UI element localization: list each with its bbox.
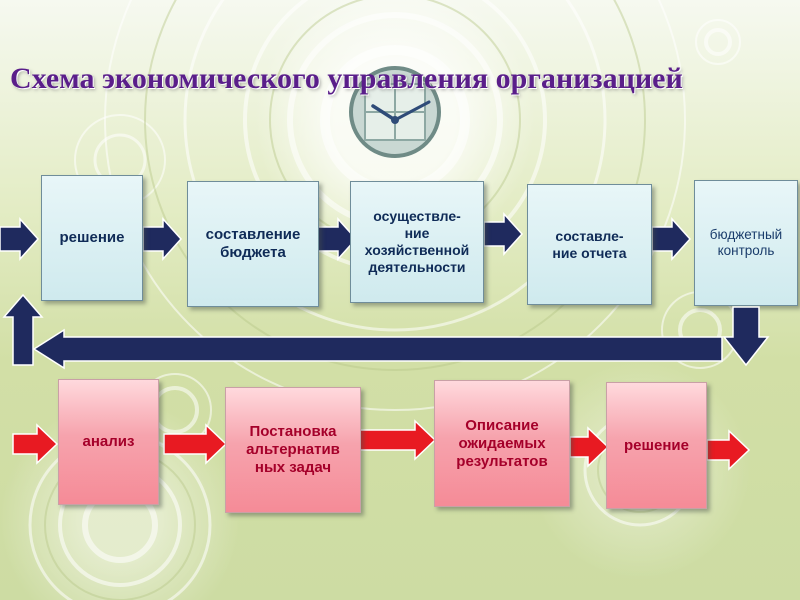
box-outcomes-line-2: ожидаемых bbox=[458, 434, 546, 452]
arrow-right-icon bbox=[142, 217, 183, 261]
arrow-right-icon bbox=[317, 217, 358, 261]
box-alternatives-line-3: ных задач bbox=[254, 459, 332, 476]
box-operations-line-2: ние bbox=[404, 225, 430, 242]
box-decision-label: решение bbox=[59, 229, 125, 246]
box-operations-line-3: хозяйственной bbox=[364, 242, 470, 258]
arrow-right-icon bbox=[651, 217, 692, 261]
box-final-decision: решение bbox=[606, 382, 707, 509]
box-alternatives: Постановка альтернатив ных задач bbox=[225, 387, 361, 513]
box-operations-line-1: осуществле- bbox=[373, 208, 461, 225]
red-arrow-right-icon bbox=[163, 423, 228, 465]
box-decision: решение bbox=[41, 175, 143, 301]
box-budget-control: бюджетный контроль bbox=[694, 180, 798, 306]
box-alternatives-line-2: альтернатив bbox=[246, 441, 340, 458]
arrow-down-icon bbox=[722, 306, 770, 367]
box-reporting-line-2: ние отчета bbox=[552, 244, 627, 261]
long-arrow-left-icon bbox=[32, 328, 723, 370]
box-analysis: анализ bbox=[58, 379, 159, 505]
box-operations-line-4: деятельности bbox=[368, 258, 466, 275]
box-outcomes-line-3: результатов bbox=[456, 452, 548, 470]
arrow-up-icon bbox=[2, 293, 44, 366]
box-budgeting: составление бюджета bbox=[187, 181, 319, 307]
page-title: Схема экономического управления организа… bbox=[10, 62, 683, 95]
box-final-decision-label: решение bbox=[624, 436, 689, 454]
box-analysis-label: анализ bbox=[82, 433, 135, 450]
box-outcomes: Описание ожидаемых результатов bbox=[434, 380, 570, 507]
arrow-right-icon bbox=[483, 212, 524, 256]
arrow-right-icon bbox=[0, 217, 40, 261]
red-arrow-right-icon bbox=[706, 429, 751, 471]
box-budgeting-label: составление бюджета bbox=[205, 226, 301, 261]
box-reporting: составле- ние отчета bbox=[527, 184, 652, 305]
box-budget-control-line-1: бюджетный bbox=[709, 226, 783, 242]
box-outcomes-line-1: Описание bbox=[465, 416, 539, 434]
box-reporting-line-1: составле- bbox=[555, 227, 624, 244]
clock-icon bbox=[349, 66, 441, 158]
red-arrow-right-icon bbox=[569, 426, 610, 468]
box-alternatives-line-1: Постановка bbox=[249, 423, 337, 440]
red-arrow-right-icon bbox=[12, 423, 59, 465]
red-arrow-right-icon bbox=[359, 419, 437, 461]
box-budget-control-line-2: контроль bbox=[717, 243, 775, 258]
box-operations: осуществле- ние хозяйственной деятельнос… bbox=[350, 181, 484, 303]
